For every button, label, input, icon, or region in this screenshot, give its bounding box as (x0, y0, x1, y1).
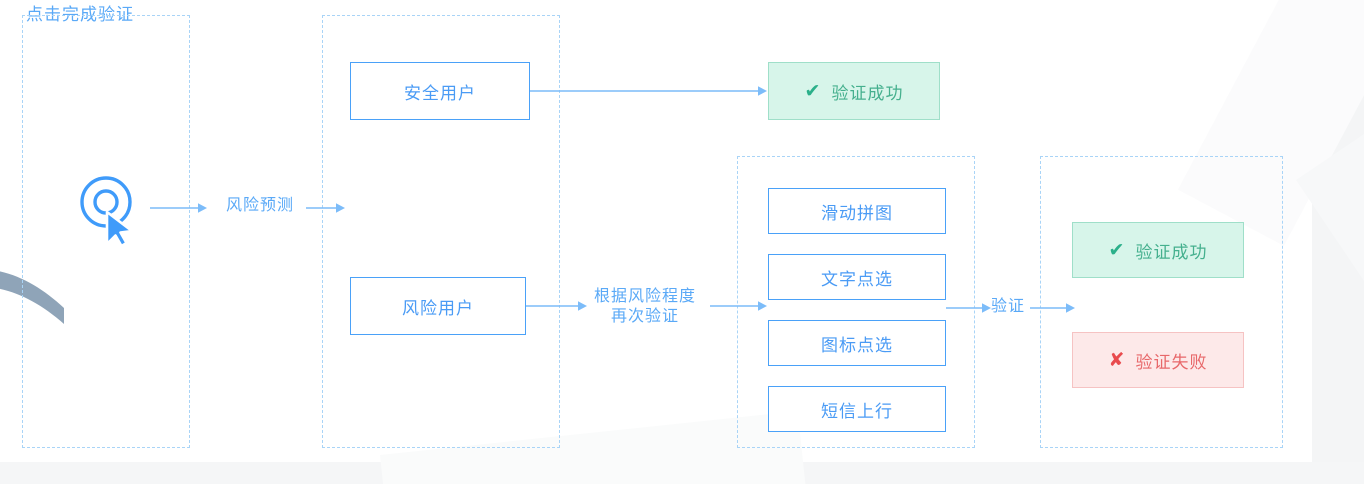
node-risk-user[interactable]: 风险用户 (350, 277, 526, 335)
check-icon: ✔ (804, 80, 822, 102)
entry-cta-label: 点击完成验证 (26, 5, 134, 24)
status-label: 验证成功 (1135, 242, 1208, 262)
click-cursor-ring-icon (80, 176, 134, 248)
decorative-bottom-band (0, 462, 1364, 484)
status-badge-top-success: ✔ 验证成功 (768, 62, 940, 120)
panel-verification-methods (737, 156, 975, 448)
decorative-right-diagonal-shade (1296, 101, 1364, 429)
panel-user-classification (322, 15, 560, 448)
status-badge-failure: ✘ 验证失败 (1072, 332, 1244, 388)
node-method-slide-puzzle[interactable]: 滑动拼图 (768, 188, 946, 234)
panel-verification-result (1040, 156, 1283, 448)
check-icon: ✔ (1108, 239, 1126, 261)
decorative-right-panel (1312, 0, 1364, 462)
node-method-icon-click[interactable]: 图标点选 (768, 320, 946, 366)
cross-icon: ✘ (1108, 349, 1126, 371)
connector-safe-user-to-success (530, 86, 767, 96)
panel-entry (22, 15, 190, 448)
status-label: 验证失败 (1135, 352, 1208, 372)
flow-label-risk-predict: 风险预测 (225, 197, 294, 214)
node-method-sms-uplink[interactable]: 短信上行 (768, 386, 946, 432)
node-safe-user[interactable]: 安全用户 (350, 62, 530, 120)
flow-label-reverify: 根据风险程度 再次验证 (593, 288, 696, 325)
flow-label-verify: 验证 (990, 298, 1025, 315)
status-badge-success: ✔ 验证成功 (1072, 222, 1244, 278)
node-method-text-click[interactable]: 文字点选 (768, 254, 946, 300)
status-label: 验证成功 (831, 83, 904, 103)
